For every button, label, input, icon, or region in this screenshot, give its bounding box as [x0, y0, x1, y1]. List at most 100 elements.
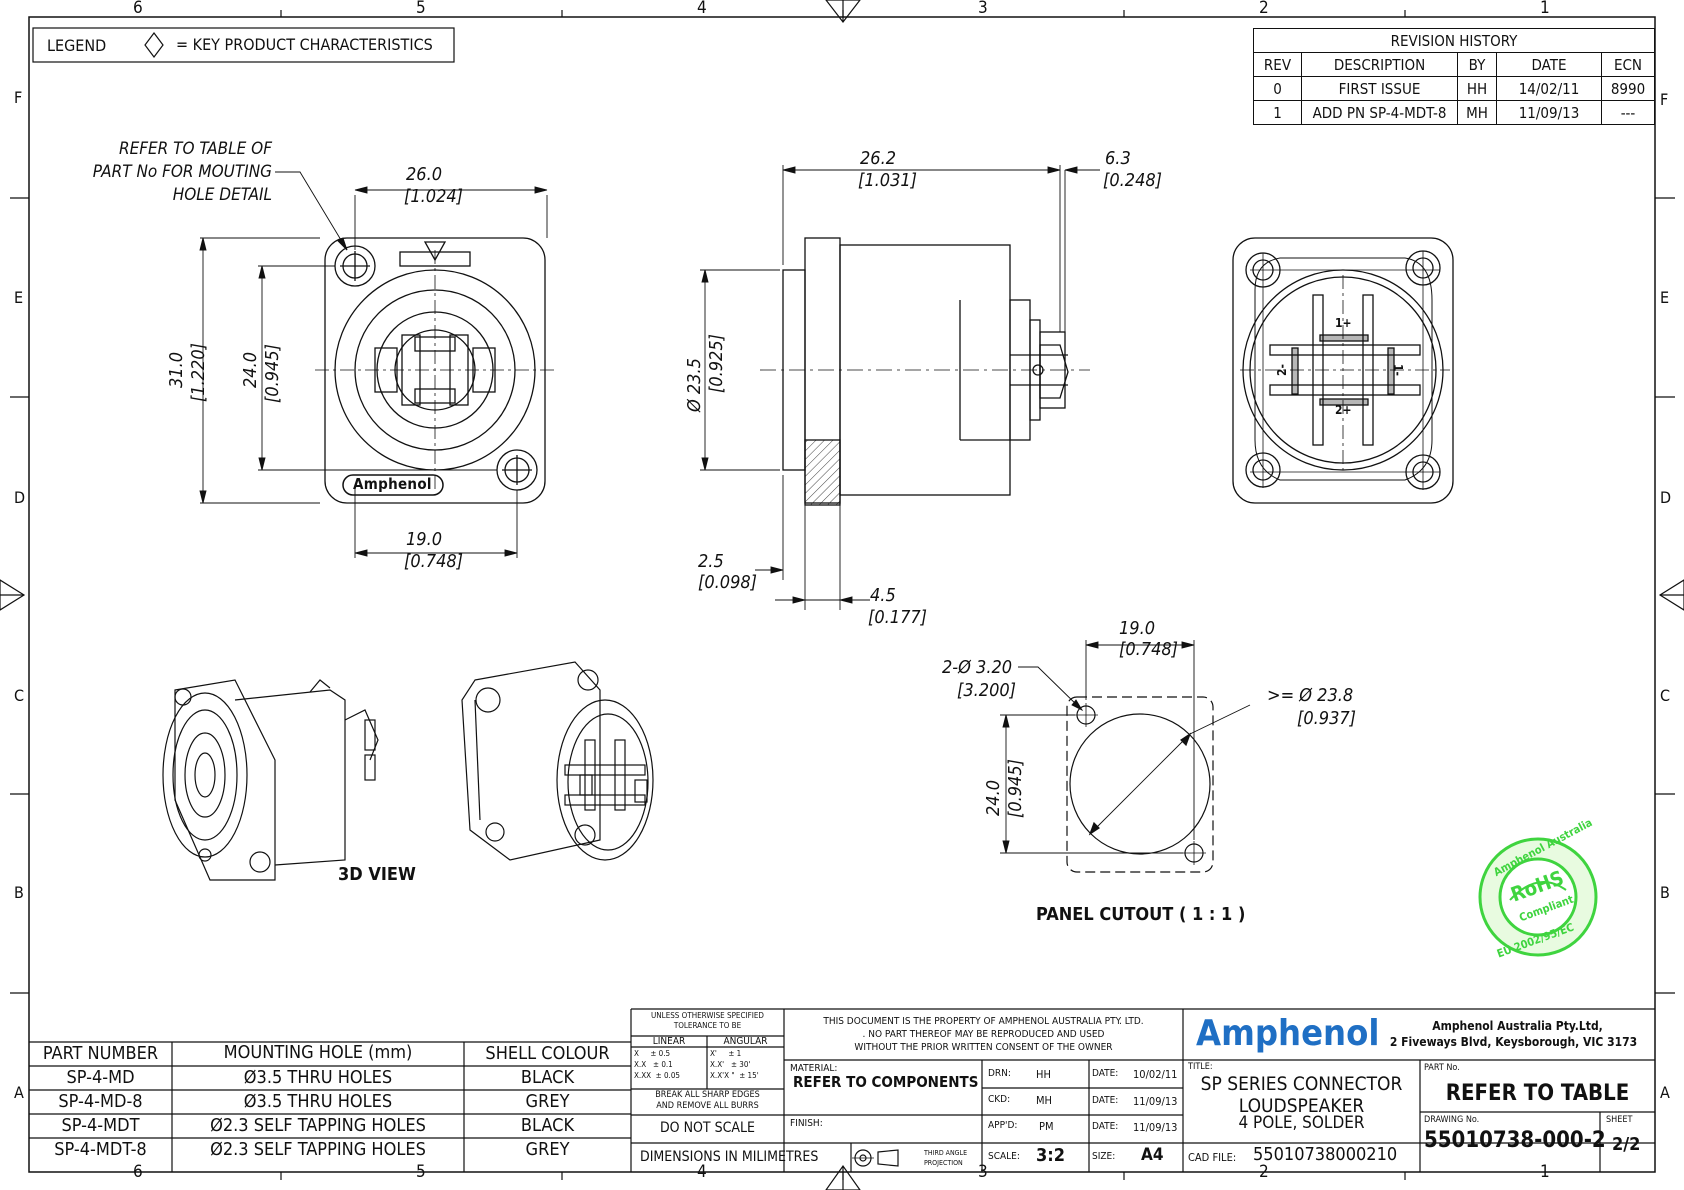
col-label-4-bottom: 4	[697, 1162, 707, 1182]
amphenol-brand-logo: Amphenol	[1196, 1013, 1380, 1054]
pin-label-2-minus: 2-	[1275, 364, 1289, 376]
cad-file-label: CAD FILE:	[1188, 1151, 1237, 1164]
title-label: TITLE:	[1188, 1062, 1213, 1072]
cutout-diameter-in: [0.937]	[1297, 708, 1356, 729]
col-label-5-bottom: 5	[416, 1162, 426, 1182]
title-line-3: 4 POLE, SOLDER	[1238, 1113, 1365, 1133]
third-angle-2: PROJECTION	[924, 1159, 963, 1167]
row-label-c-right: C	[1660, 686, 1671, 705]
cutout-height-mm: 24.0	[983, 779, 1004, 816]
row-label-f-right: F	[1660, 90, 1669, 109]
date-cell: 14/02/11	[1496, 76, 1602, 101]
legend-box	[32, 27, 455, 63]
rev-cell: 0	[1253, 76, 1302, 101]
ecn-header: ECN	[1601, 52, 1655, 77]
row-label-c-left: C	[14, 686, 25, 705]
side-view	[760, 237, 1090, 506]
by-header: BY	[1457, 52, 1497, 77]
front-note-line2: PART No FOR MOUTING	[92, 162, 272, 182]
cutout-spacing-mm: 19.0	[1119, 618, 1156, 639]
sheet-label: SHEET	[1606, 1115, 1633, 1125]
revision-row: 1 ADD PN SP-4-MDT-8 MH 11/09/13 ---	[1253, 100, 1655, 125]
checked-date: 11/09/13	[1133, 1095, 1178, 1108]
front-dimensions	[199, 171, 548, 558]
pin-label-2-plus: 2+	[1335, 403, 1352, 417]
col-label-4-top: 4	[697, 0, 707, 18]
legend-meaning: = KEY PRODUCT CHARACTERISTICS	[176, 35, 433, 54]
mounting-hole-cell: Ø3.5 THRU HOLES	[243, 1067, 393, 1088]
side-tab-in: [0.248]	[1103, 170, 1162, 191]
title-block-lines	[29, 1008, 1655, 1172]
side-flange-mm: 2.5	[698, 551, 724, 572]
angular-tol-3: X.X'X " ± 15'	[710, 1071, 759, 1080]
revision-history-title: REVISION HISTORY	[1253, 28, 1655, 53]
side-diameter-in: [0.925]	[706, 334, 727, 393]
front-note-line1: REFER TO TABLE OF	[118, 139, 272, 159]
material-label: MATERIAL:	[790, 1063, 838, 1074]
revision-history-table: REVISION HISTORY REV DESCRIPTION BY DATE…	[1253, 28, 1655, 125]
row-label-d-left: D	[14, 488, 26, 507]
cutout-dimensions	[1000, 640, 1195, 854]
linear-tol-1: X ± 0.5	[634, 1049, 671, 1058]
angular-tol-1: X' ± 1	[710, 1049, 742, 1058]
col-label-2-bottom: 2	[1259, 1162, 1269, 1182]
center-mark-top	[825, 0, 861, 23]
company-address: 2 Fiveways Blvd, Keysborough, VIC 3173	[1389, 1035, 1638, 1049]
col-label-2-top: 2	[1259, 0, 1269, 18]
amphenol-logo-emboss: Amphenol	[353, 475, 432, 493]
side-depth-mm: 26.2	[860, 148, 897, 169]
scale-value: 3:2	[1036, 1145, 1066, 1166]
cutout-spacing-in: [0.748]	[1119, 639, 1178, 660]
front-height-mm: 31.0	[166, 351, 187, 388]
revision-row: 0 FIRST ISSUE HH 14/02/11 8990	[1253, 76, 1655, 101]
rev-cell: 1	[1253, 100, 1302, 125]
col-label-6-top: 6	[133, 0, 143, 18]
part-number-cell: SP-4-MDT-8	[54, 1139, 147, 1160]
do-not-scale: DO NOT SCALE	[659, 1120, 755, 1136]
iso-view-left	[162, 679, 379, 881]
part-number-cell: SP-4-MD-8	[58, 1091, 143, 1112]
drawn-by: HH	[1036, 1068, 1051, 1081]
col-label-5-top: 5	[416, 0, 426, 18]
drawing-number-value: 55010738-000-2	[1424, 1128, 1606, 1153]
side-dimensions	[700, 165, 1100, 610]
row-label-b-right: B	[1660, 883, 1670, 902]
mounting-hole-cell: Ø2.3 SELF TAPPING HOLES	[210, 1115, 426, 1136]
mounting-hole-cell: Ø2.3 SELF TAPPING HOLES	[210, 1139, 426, 1160]
size-label: SIZE:	[1092, 1151, 1116, 1162]
drawn-date-label: DATE:	[1092, 1068, 1119, 1079]
cad-file-value: 55010738000210	[1253, 1144, 1398, 1165]
row-label-f-left: F	[14, 88, 23, 107]
break-edges-2: AND REMOVE ALL BURRS	[656, 1101, 759, 1111]
rev-header: REV	[1253, 52, 1302, 77]
front-height-in: [1.220]	[188, 343, 209, 402]
front-bottom-mm: 19.0	[406, 529, 443, 550]
linear-tol-2: X.X ± 0.1	[634, 1060, 673, 1069]
part-number-header: PART NUMBER	[42, 1043, 159, 1064]
tolerance-title-2: TOLERANCE TO BE	[673, 1021, 742, 1030]
side-diameter-mm: Ø 23.5	[684, 358, 705, 412]
cutout-diameter-mm: >= Ø 23.8	[1267, 685, 1354, 706]
approved-label: APP'D:	[988, 1120, 1018, 1131]
approved-date-label: DATE:	[1092, 1121, 1119, 1132]
drawing-frame	[28, 16, 1656, 1173]
by-cell: HH	[1457, 76, 1497, 101]
col-label-1-bottom: 1	[1540, 1162, 1550, 1182]
approved-date: 11/09/13	[1133, 1121, 1178, 1134]
front-note-line3: HOLE DETAIL	[172, 185, 272, 205]
panel-cutout-label: PANEL CUTOUT ( 1 : 1 )	[1036, 904, 1246, 925]
tolerance-title: UNLESS OTHERWISE SPECIFIED	[651, 1011, 764, 1020]
key-characteristic-diamond	[144, 32, 164, 58]
dimensions-note: DIMENSIONS IN MILIMETRES	[640, 1149, 819, 1165]
3d-view-label: 3D VIEW	[338, 864, 416, 885]
row-label-a-left: A	[14, 1083, 24, 1102]
side-tab-mm: 6.3	[1105, 148, 1131, 169]
drawn-date: 10/02/11	[1133, 1068, 1178, 1081]
front-width-in: [1.024]	[404, 186, 463, 207]
cutout-height-in: [0.945]	[1005, 759, 1026, 818]
finish-label: FINISH:	[790, 1118, 823, 1129]
center-mark-bottom	[825, 1164, 861, 1190]
company-name: Amphenol Australia Pty.Ltd,	[1432, 1019, 1603, 1033]
description-cell: ADD PN SP-4-MDT-8	[1301, 100, 1458, 125]
row-label-e-right: E	[1660, 288, 1670, 307]
